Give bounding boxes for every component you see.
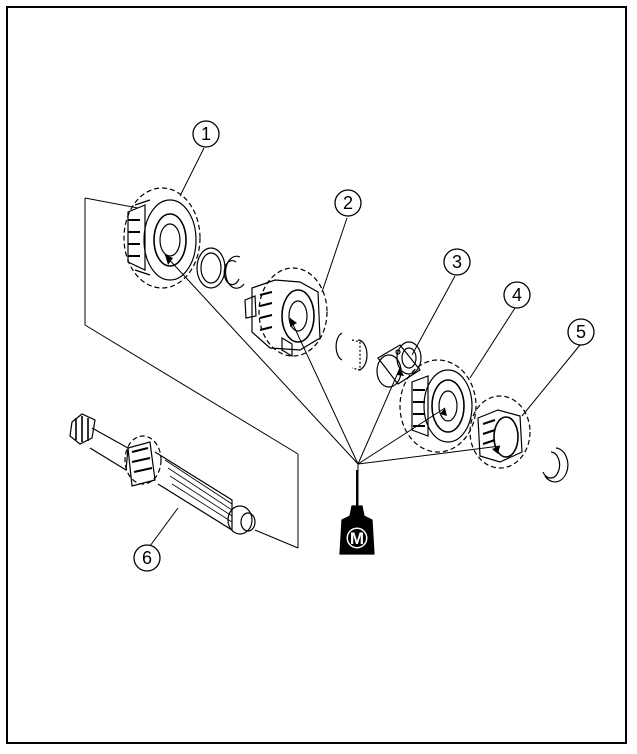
callout-label-3: 3	[452, 252, 462, 272]
shaft-part-6	[69, 413, 256, 535]
circlip-1	[223, 255, 245, 289]
callout-part-6: 6	[133, 544, 161, 572]
diagram-frame	[6, 6, 627, 744]
callout-label-6: 6	[142, 548, 152, 568]
callout-part-2: 2	[334, 189, 362, 217]
callout-label-4: 4	[512, 285, 522, 305]
callout-label-5: 5	[576, 322, 586, 342]
assembly-reference-lines	[84, 197, 299, 549]
callout-part-3: 3	[443, 248, 471, 276]
gear-part-1	[123, 187, 201, 289]
split-bearing	[335, 332, 368, 371]
gear-part-2	[244, 267, 328, 358]
gear-part-4	[399, 359, 477, 453]
gear-part-5	[469, 395, 531, 469]
callout-part-1: 1	[192, 120, 220, 148]
callout-part-5: 5	[567, 318, 595, 346]
callout-part-4: 4	[503, 281, 531, 309]
lubrication-leader-lines	[164, 254, 501, 505]
callout-label-2: 2	[343, 193, 353, 213]
leader-arrowheads	[165, 255, 500, 454]
oil-symbol-badge: M	[345, 526, 369, 550]
circlip-2	[542, 447, 569, 483]
callout-label-1: 1	[201, 124, 211, 144]
callout-leaders	[149, 147, 581, 547]
oil-symbol-label: M	[350, 529, 364, 548]
